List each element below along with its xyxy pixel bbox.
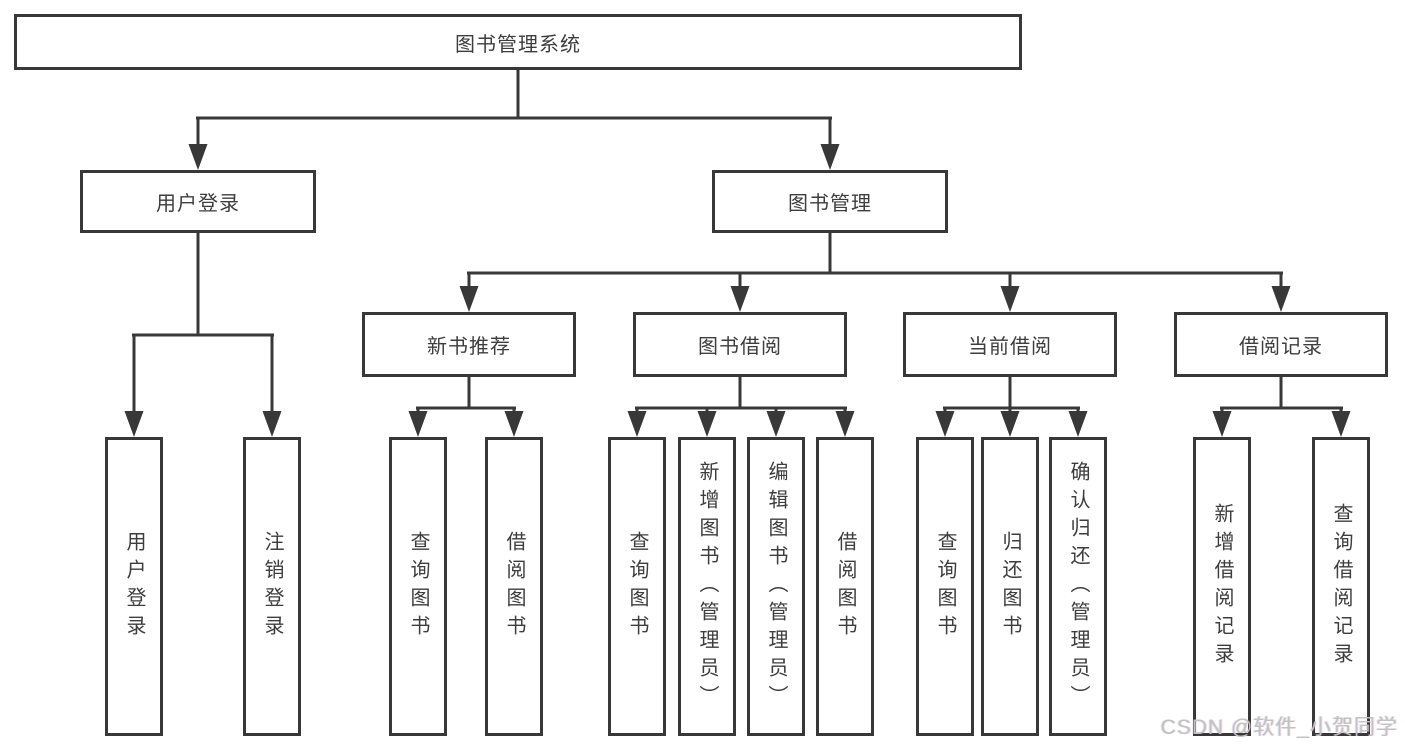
- node-book-borrowing: 图书借阅: [633, 312, 847, 377]
- connector-book-management-to-level3: [459, 233, 1291, 312]
- leaf-add-borrow-record-label: 新增借阅记录: [1211, 502, 1233, 671]
- leaf-return-books: 归还图书: [981, 437, 1039, 736]
- leaf-borrow-books: 借阅图书: [816, 437, 874, 736]
- leaf-query-books-recommend: 查询图书: [389, 437, 447, 736]
- leaf-borrow-books-recommend-label: 借阅图书: [503, 530, 525, 643]
- leaf-add-books-admin: 新增图书（管理员）: [678, 437, 736, 736]
- leaf-add-books-admin-label: 新增图书（管理员）: [696, 460, 718, 713]
- leaf-edit-books-admin: 编辑图书（管理员）: [747, 437, 805, 736]
- leaf-return-books-label: 归还图书: [999, 530, 1021, 643]
- node-new-book-recommendation: 新书推荐: [362, 312, 576, 377]
- leaf-query-books-recommend-label: 查询图书: [407, 530, 429, 643]
- leaf-logout-label: 注销登录: [261, 530, 283, 643]
- connector-new-book-rec-to-leaves: [408, 377, 524, 437]
- leaf-query-borrow-record: 查询借阅记录: [1312, 437, 1370, 736]
- leaf-confirm-return-admin: 确认归还（管理员）: [1049, 437, 1107, 736]
- node-book-management: 图书管理: [712, 170, 948, 233]
- connector-book-borrowing-to-leaves: [627, 377, 855, 437]
- leaf-borrow-books-label: 借阅图书: [834, 530, 856, 643]
- connector-borrow-records-to-leaves: [1212, 377, 1351, 437]
- leaf-logout: 注销登录: [243, 437, 301, 736]
- leaf-query-books-current-label: 查询图书: [934, 530, 956, 643]
- leaf-confirm-return-admin-label: 确认归还（管理员）: [1067, 460, 1089, 713]
- leaf-query-books-current: 查询图书: [916, 437, 974, 736]
- node-current-borrowing: 当前借阅: [903, 312, 1117, 377]
- leaf-edit-books-admin-label: 编辑图书（管理员）: [765, 460, 787, 713]
- connector-current-borrowing-to-leaves: [935, 377, 1088, 437]
- node-borrowing-records: 借阅记录: [1174, 312, 1388, 377]
- connector-root-to-level2: [188, 70, 840, 170]
- connector-user-login-to-leaves: [124, 233, 282, 437]
- node-user-login: 用户登录: [80, 170, 316, 233]
- leaf-borrow-books-recommend: 借阅图书: [485, 437, 543, 736]
- node-library-management-system: 图书管理系统: [14, 14, 1022, 70]
- leaf-user-login: 用户登录: [105, 437, 163, 736]
- leaf-add-borrow-record: 新增借阅记录: [1193, 437, 1251, 736]
- leaf-query-books-borrowing: 查询图书: [608, 437, 666, 736]
- leaf-query-books-borrowing-label: 查询图书: [626, 530, 648, 643]
- csdn-watermark: CSDN @软件_小贺同学: [1160, 716, 1398, 739]
- leaf-user-login-label: 用户登录: [123, 530, 145, 643]
- leaf-query-borrow-record-label: 查询借阅记录: [1330, 502, 1352, 671]
